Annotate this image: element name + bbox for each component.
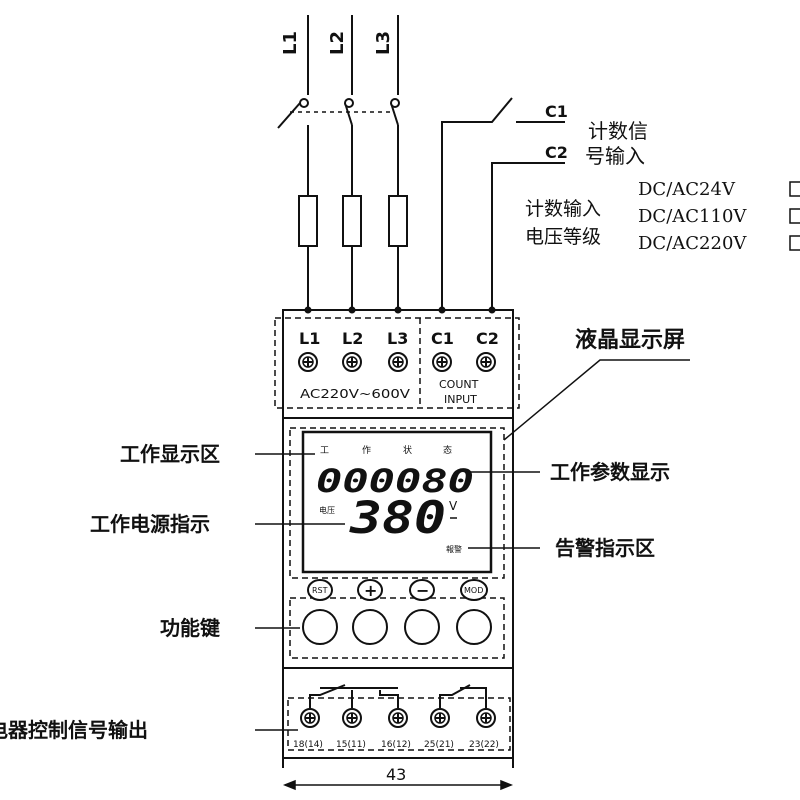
button-icon-plus-label: + (364, 581, 377, 600)
lcd-status-char-2: 作 (362, 444, 371, 456)
button-icon-minus: − (409, 579, 435, 601)
voltage-level-label-1: 计数输入 (525, 198, 601, 220)
callout-alarm: 告警指示区 (555, 536, 655, 560)
count-label-c1: C1 (545, 102, 568, 121)
terminal-label-c2: C2 (476, 329, 499, 348)
terminal-label-l1: L1 (299, 329, 320, 348)
voltage-option-110v: DC/AC110V (638, 206, 747, 227)
mod-key[interactable] (456, 609, 492, 645)
relay-terminal-label-5: 23(22) (469, 740, 499, 750)
lcd-voltage-tag: 电压 (319, 505, 335, 515)
callout-leaders (255, 359, 690, 731)
top-terminal-screws (298, 352, 496, 372)
count-input-label-1: COUNT (439, 378, 479, 391)
count-input-label-2: INPUT (444, 393, 477, 406)
lcd-counter-value: 000080 (316, 462, 474, 500)
terminal-label-l2: L2 (342, 329, 363, 348)
callout-relay: 继电器控制信号输出 (0, 718, 148, 742)
count-signal-label-1: 计数信 (588, 119, 648, 143)
relay-terminal-label-2: 15(11) (336, 740, 366, 750)
breaker-contacts (299, 98, 400, 108)
line-label-l1: L1 (280, 31, 301, 55)
lcd-status-row: 工 作 状 态 (320, 444, 452, 456)
count-signal-wires (441, 97, 565, 310)
voltage-option-220v: DC/AC220V (638, 233, 747, 254)
rst-key[interactable] (302, 609, 338, 645)
terminal-label-l3: L3 (387, 329, 408, 348)
button-icon-mod: MOD (460, 579, 488, 601)
line-label-l3: L3 (373, 31, 394, 55)
lcd-status-char-3: 状 (403, 444, 412, 456)
width-dimension-value: 43 (386, 765, 406, 784)
button-icon-rst-label: RST (312, 586, 328, 595)
count-signal-label-2: 号输入 (585, 144, 645, 168)
function-keys (302, 609, 492, 645)
lcd-voltage-value: 380 (349, 493, 446, 544)
button-icon-rst: RST (307, 579, 333, 601)
lcd-voltage-unit: V (449, 499, 458, 513)
lcd-status-char-4: 态 (443, 444, 452, 456)
button-icon-minus-label: − (416, 581, 429, 600)
callout-work-area: 工作显示区 (120, 442, 220, 466)
count-label-c2: C2 (545, 143, 568, 162)
voltage-level-label-2: 电压等级 (525, 226, 601, 248)
relay-contact-symbols (309, 684, 487, 708)
device-body (274, 309, 520, 768)
voltage-option-checkboxes (789, 181, 800, 251)
relay-terminal-label-4: 25(21) (424, 740, 454, 750)
lcd-alarm-tag: 報警 (446, 544, 462, 554)
button-icon-plus: + (357, 579, 383, 601)
button-icon-mod-label: MOD (464, 586, 483, 595)
callout-keys: 功能键 (160, 616, 220, 640)
power-range-label: AC220V~600V (300, 387, 411, 401)
top-terminal-pins (304, 306, 496, 314)
relay-terminal-screws (300, 708, 496, 728)
callout-lcd: 液晶显示屏 (575, 327, 685, 353)
phase-lines (277, 15, 399, 310)
line-label-l2: L2 (327, 31, 348, 55)
minus-key[interactable] (404, 609, 440, 645)
callout-power: 工作电源指示 (90, 512, 210, 536)
plus-key[interactable] (352, 609, 388, 645)
terminal-label-c1: C1 (431, 329, 454, 348)
relay-terminal-label-3: 16(12) (381, 740, 411, 750)
lcd-status-char-1: 工 (320, 446, 329, 456)
relay-terminal-label-1: 18(14) (293, 740, 323, 750)
callout-params: 工作参数显示 (550, 460, 670, 484)
fuses (298, 195, 408, 247)
voltage-option-24v: DC/AC24V (638, 179, 736, 200)
width-dimension (282, 779, 514, 791)
